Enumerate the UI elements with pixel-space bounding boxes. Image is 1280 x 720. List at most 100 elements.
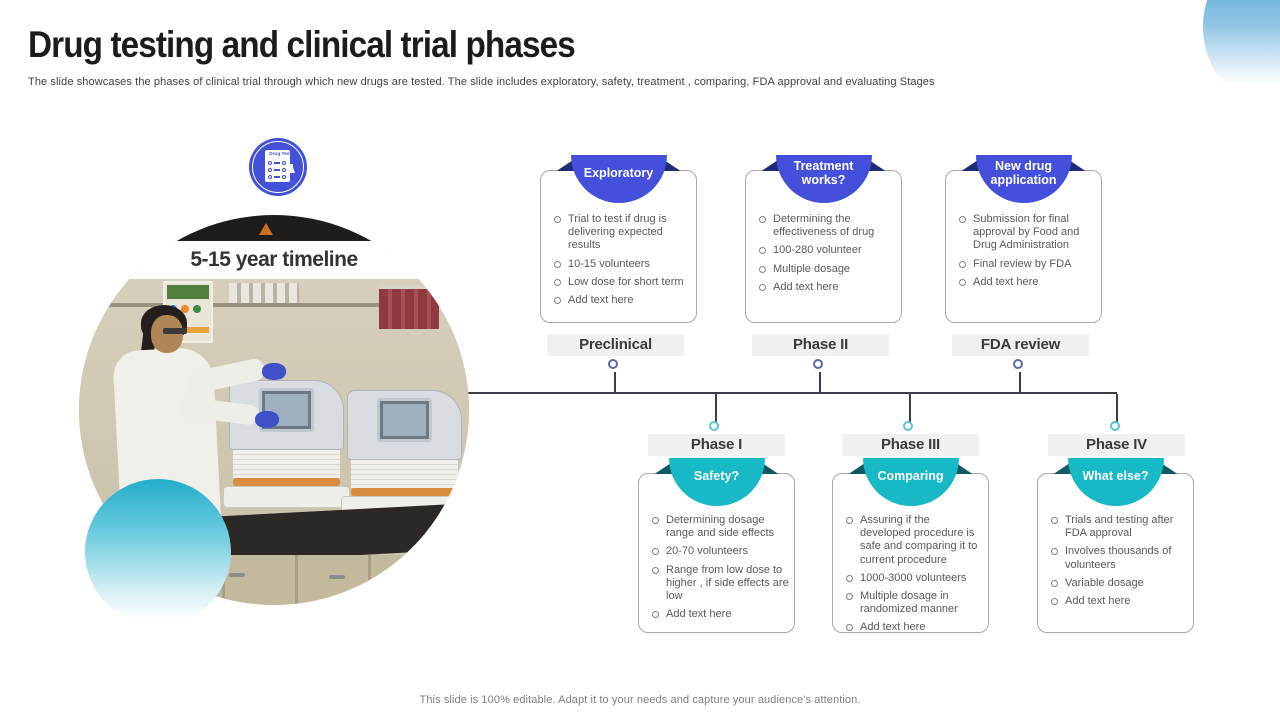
top-right-gradient-circle bbox=[1203, 0, 1280, 116]
bullet-item: 10-15 volunteers bbox=[551, 258, 691, 271]
timeline-node bbox=[903, 421, 913, 431]
card-exploratory: Exploratory Trial to test if drug is del… bbox=[540, 155, 697, 323]
bullet-text: Final review by FDA bbox=[973, 257, 1072, 270]
bullet-text: Multiple dosage in randomized manner bbox=[860, 589, 958, 616]
stage-label-phase-1: Phase I bbox=[648, 434, 785, 456]
bullet-text: Add text here bbox=[666, 608, 732, 621]
bullet-text: 10-15 volunteers bbox=[568, 257, 650, 270]
bullet-item: Low dose for short term bbox=[551, 276, 691, 289]
drug-test-icon-label: Drug Test bbox=[269, 152, 292, 157]
bullet-text: 20-70 volunteers bbox=[666, 545, 748, 558]
bullet-list: Determining dosage range and side effect… bbox=[649, 514, 789, 626]
card-what-else: What else? Trials and testing after FDA … bbox=[1037, 458, 1194, 633]
timeline-connector bbox=[614, 372, 616, 393]
bullet-item: Add text here bbox=[756, 281, 896, 294]
stage-label-preclinical: Preclinical bbox=[547, 334, 684, 356]
timeline-caption: 5-15 year timeline bbox=[190, 248, 358, 271]
bullet-item: Add text here bbox=[551, 294, 691, 307]
bullet-text: Trials and testing after FDA approval bbox=[1065, 514, 1174, 540]
bullet-item: 1000-3000 volunteers bbox=[843, 572, 983, 585]
bottom-left-gradient-circle bbox=[85, 479, 231, 625]
bullet-text: Variable dosage bbox=[1065, 576, 1144, 589]
card-comparing: Comparing Assuring if the developed proc… bbox=[832, 458, 989, 633]
card-title: New drug application bbox=[990, 158, 1057, 187]
flask-icon bbox=[288, 164, 295, 173]
cabinet-handle bbox=[229, 573, 245, 577]
timeline-connector bbox=[1019, 372, 1021, 393]
stage-label-phase-3: Phase III bbox=[842, 434, 979, 456]
card-badge: New drug application bbox=[961, 155, 1086, 203]
poster-footer bbox=[167, 327, 209, 333]
page-title: Drug testing and clinical trial phases bbox=[28, 24, 576, 65]
scientist-glove bbox=[262, 363, 286, 380]
bullet-text: 100-280 volunteer bbox=[773, 244, 862, 257]
bullet-text: Add text here bbox=[568, 293, 634, 306]
timeline-connector bbox=[819, 372, 821, 393]
bullet-item: Range from low dose to higher , if side … bbox=[649, 564, 789, 604]
card-title: Exploratory bbox=[583, 165, 654, 180]
timeline-node bbox=[1013, 359, 1023, 369]
card-treatment-works: Treatment works? Determining the effecti… bbox=[745, 155, 902, 323]
bullet-text: Assuring if the developed procedure is s… bbox=[860, 514, 978, 566]
card-title: What else? bbox=[1082, 468, 1149, 483]
photo-lab-machine bbox=[223, 380, 350, 515]
bullet-text: Determining dosage range and side effect… bbox=[666, 514, 775, 540]
badge-shape: Safety? bbox=[668, 458, 765, 506]
card-title: Comparing bbox=[877, 468, 944, 483]
stage-label-fda-review: FDA review bbox=[952, 334, 1089, 356]
badge-shape: New drug application bbox=[975, 155, 1072, 203]
timeline-node bbox=[813, 359, 823, 369]
poster-dot bbox=[193, 305, 201, 313]
timeline-connector bbox=[909, 394, 911, 422]
card-badge: Exploratory bbox=[556, 155, 681, 203]
bullet-text: Add text here bbox=[1065, 594, 1131, 607]
machine-screen-face bbox=[383, 404, 426, 436]
bullet-text: Low dose for short term bbox=[568, 275, 684, 288]
timeline-connector bbox=[1116, 394, 1118, 422]
photo-shelf-accent bbox=[259, 223, 273, 235]
timeline-node bbox=[1110, 421, 1120, 431]
bullet-item: Trial to test if drug is delivering expe… bbox=[551, 213, 691, 253]
icon-checklist-row bbox=[267, 168, 288, 172]
bullet-item: Assuring if the developed procedure is s… bbox=[843, 514, 983, 567]
bullet-item: Multiple dosage bbox=[756, 263, 896, 276]
bullet-item: Submission for final approval by Food an… bbox=[956, 213, 1096, 253]
bullet-list: Assuring if the developed procedure is s… bbox=[843, 514, 983, 640]
card-title: Treatment works? bbox=[793, 158, 854, 187]
bullet-item: Multiple dosage in randomized manner bbox=[843, 590, 983, 616]
icon-checklist-row bbox=[267, 175, 288, 179]
timeline-node bbox=[709, 421, 719, 431]
card-badge: Treatment works? bbox=[761, 155, 886, 203]
bullet-text: Determining the effectiveness of drug bbox=[773, 213, 875, 239]
bullet-text: Multiple dosage bbox=[773, 262, 851, 275]
bullet-text: Trial to test if drug is delivering expe… bbox=[568, 213, 667, 252]
card-safety: Safety? Determining dosage range and sid… bbox=[638, 458, 795, 633]
bullet-list: Submission for final approval by Food an… bbox=[956, 213, 1096, 294]
icon-ring bbox=[252, 141, 304, 193]
scientist-head bbox=[151, 315, 183, 353]
badge-shape: Comparing bbox=[862, 458, 959, 506]
bullet-text: Range from low dose to higher , if side … bbox=[666, 563, 789, 602]
photo-top-shelf bbox=[79, 215, 469, 241]
timeline-connector bbox=[715, 394, 717, 422]
bullet-list: Trials and testing after FDA approval In… bbox=[1048, 514, 1188, 613]
machine-screen bbox=[377, 398, 432, 442]
bullet-item: Determining dosage range and side effect… bbox=[649, 514, 789, 540]
bullet-item: 100-280 volunteer bbox=[756, 244, 896, 257]
stage-label-phase-2: Phase II bbox=[752, 334, 889, 356]
bullet-item: 20-70 volunteers bbox=[649, 545, 789, 558]
bullet-text: Add text here bbox=[973, 275, 1039, 288]
lab-photo: 5-15 year timeline bbox=[79, 215, 469, 605]
bullet-list: Trial to test if drug is delivering expe… bbox=[551, 213, 691, 312]
drug-test-document-icon: Drug Test bbox=[265, 150, 292, 182]
bullet-list: Determining the effectiveness of drug 10… bbox=[756, 213, 896, 299]
photo-shelf-edge bbox=[79, 303, 469, 307]
machine-panel bbox=[233, 450, 340, 478]
bullet-item: Add text here bbox=[956, 276, 1096, 289]
card-title: Safety? bbox=[693, 468, 740, 483]
bullet-text: 1000-3000 volunteers bbox=[860, 571, 967, 584]
machine-accent bbox=[351, 488, 458, 496]
card-new-drug-application: New drug application Submission for fina… bbox=[945, 155, 1102, 323]
drug-test-icon: Drug Test bbox=[249, 138, 307, 196]
